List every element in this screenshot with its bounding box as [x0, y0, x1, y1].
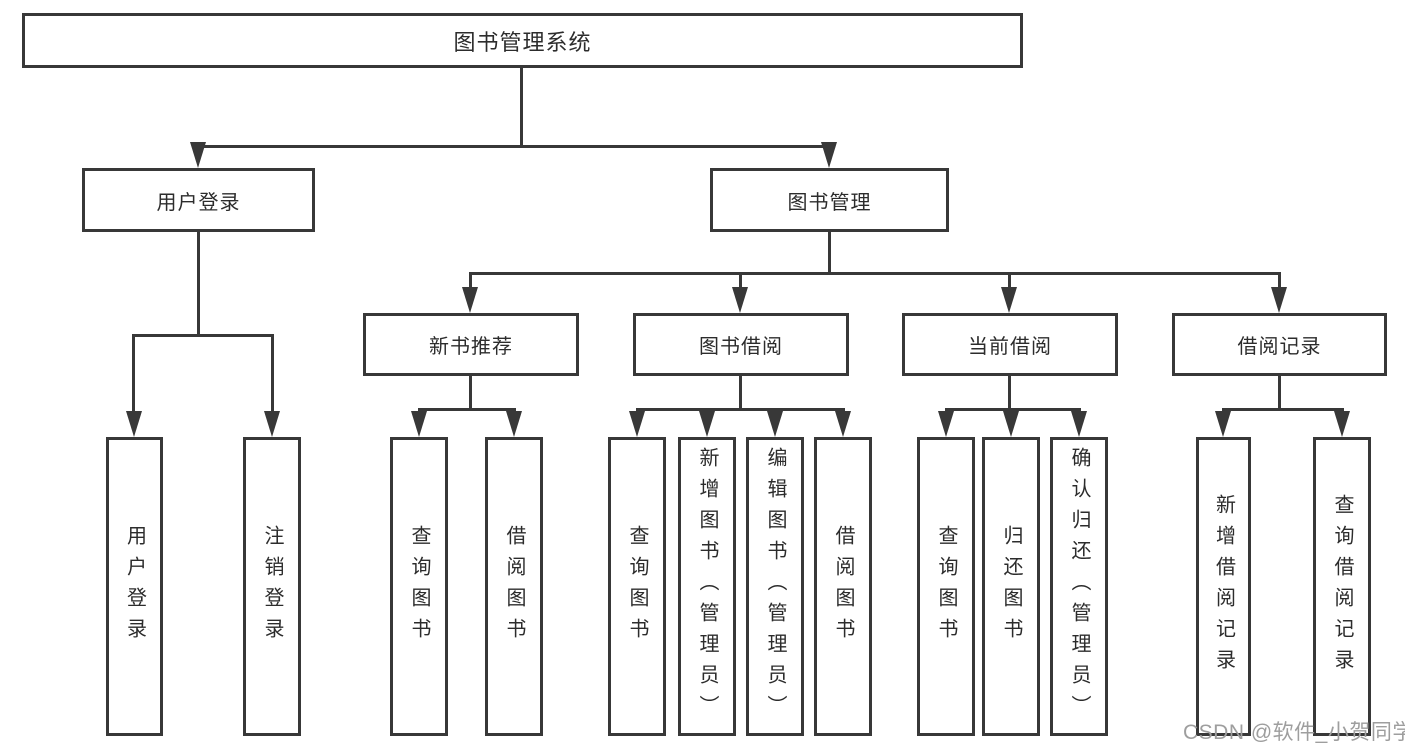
node-label: 借阅记录: [1237, 336, 1322, 358]
arrow-down-icon: [938, 411, 954, 437]
connector-vline: [1008, 376, 1011, 408]
arrow-down-icon: [411, 411, 427, 437]
connector-hline: [132, 334, 274, 337]
arrow-down-icon: [264, 411, 280, 437]
node-label: 编辑图书（管理员）: [764, 447, 786, 726]
arrow-down-icon: [1003, 411, 1019, 437]
arrow-down-icon: [1071, 411, 1087, 437]
arrow-down-icon: [699, 411, 715, 437]
node-label: 新书推荐: [429, 336, 513, 358]
leaf-confirm-return-admin: 确认归还（管理员）: [1050, 437, 1108, 736]
leaf-logout: 注销登录: [243, 437, 301, 736]
leaf-borrow-books-recommend: 借阅图书: [485, 437, 543, 736]
node-label: 新增借阅记录: [1212, 493, 1235, 680]
node-label: 图书管理: [787, 191, 872, 214]
arrow-down-icon: [835, 411, 851, 437]
node-label: 用户登录: [156, 191, 241, 214]
node-label: 归还图书: [1000, 524, 1022, 649]
node-label: 查询图书: [408, 524, 430, 649]
connector-vline: [739, 272, 742, 292]
leaf-return-book: 归还图书: [982, 437, 1040, 736]
node-label: 借阅图书: [832, 524, 854, 649]
connector-vline: [1008, 272, 1011, 292]
connector-vline: [828, 232, 831, 272]
connector-vline: [520, 68, 523, 145]
connector-vline: [197, 232, 200, 334]
connector-hline: [1222, 408, 1344, 411]
leaf-query-books-current: 查询图书: [917, 437, 975, 736]
arrow-down-icon: [462, 287, 478, 313]
connector-vline: [1278, 272, 1281, 292]
connector-hline: [636, 408, 845, 411]
connector-vline: [469, 376, 472, 408]
connector-vline: [739, 376, 742, 408]
node-label: 图书管理系统: [453, 29, 592, 55]
node-label: 查询借阅记录: [1331, 493, 1353, 680]
node-label: 借阅图书: [503, 524, 525, 649]
arrow-down-icon: [629, 411, 645, 437]
node-borrowing-records: 借阅记录: [1172, 313, 1387, 376]
leaf-query-books-borrowing: 查询图书: [608, 437, 666, 736]
node-library-management-system: 图书管理系统: [22, 13, 1023, 68]
arrow-down-icon: [1271, 287, 1287, 313]
leaf-user-login: 用户登录: [106, 437, 163, 736]
arrow-down-icon: [126, 411, 142, 437]
node-book-borrowing: 图书借阅: [633, 313, 849, 376]
leaf-query-books-recommend: 查询图书: [390, 437, 448, 736]
leaf-borrow-books-borrowing: 借阅图书: [814, 437, 872, 736]
leaf-edit-book-admin: 编辑图书（管理员）: [746, 437, 804, 736]
watermark-csdn: CSDN @软件_小贺同学: [1183, 721, 1405, 744]
node-label: 图书借阅: [699, 336, 783, 358]
node-book-management: 图书管理: [710, 168, 949, 232]
arrow-down-icon: [821, 142, 837, 168]
node-label: 查询图书: [626, 524, 648, 649]
node-label: 用户登录: [123, 524, 146, 649]
arrow-down-icon: [767, 411, 783, 437]
connector-vline: [1278, 376, 1281, 408]
leaf-query-borrow-record: 查询借阅记录: [1313, 437, 1371, 736]
connector-hline: [197, 145, 832, 148]
node-user-login: 用户登录: [82, 168, 315, 232]
arrow-down-icon: [506, 411, 522, 437]
node-current-borrowing: 当前借阅: [902, 313, 1118, 376]
arrow-down-icon: [732, 287, 748, 313]
node-new-book-recommend: 新书推荐: [363, 313, 579, 376]
arrow-down-icon: [190, 142, 206, 168]
arrow-down-icon: [1215, 411, 1231, 437]
connector-hline: [469, 272, 1281, 275]
node-label: 注销登录: [261, 524, 283, 649]
leaf-add-borrow-record: 新增借阅记录: [1196, 437, 1251, 736]
node-label: 新增图书（管理员）: [696, 447, 718, 726]
connector-vline: [132, 334, 135, 414]
arrow-down-icon: [1334, 411, 1350, 437]
connector-hline: [418, 408, 516, 411]
leaf-add-book-admin: 新增图书（管理员）: [678, 437, 736, 736]
node-label: 确认归还（管理员）: [1068, 447, 1090, 726]
node-label: 当前借阅: [968, 336, 1052, 358]
connector-vline: [271, 334, 274, 414]
arrow-down-icon: [1001, 287, 1017, 313]
connector-vline: [469, 272, 472, 292]
node-label: 查询图书: [935, 524, 957, 649]
connector-hline: [945, 408, 1081, 411]
